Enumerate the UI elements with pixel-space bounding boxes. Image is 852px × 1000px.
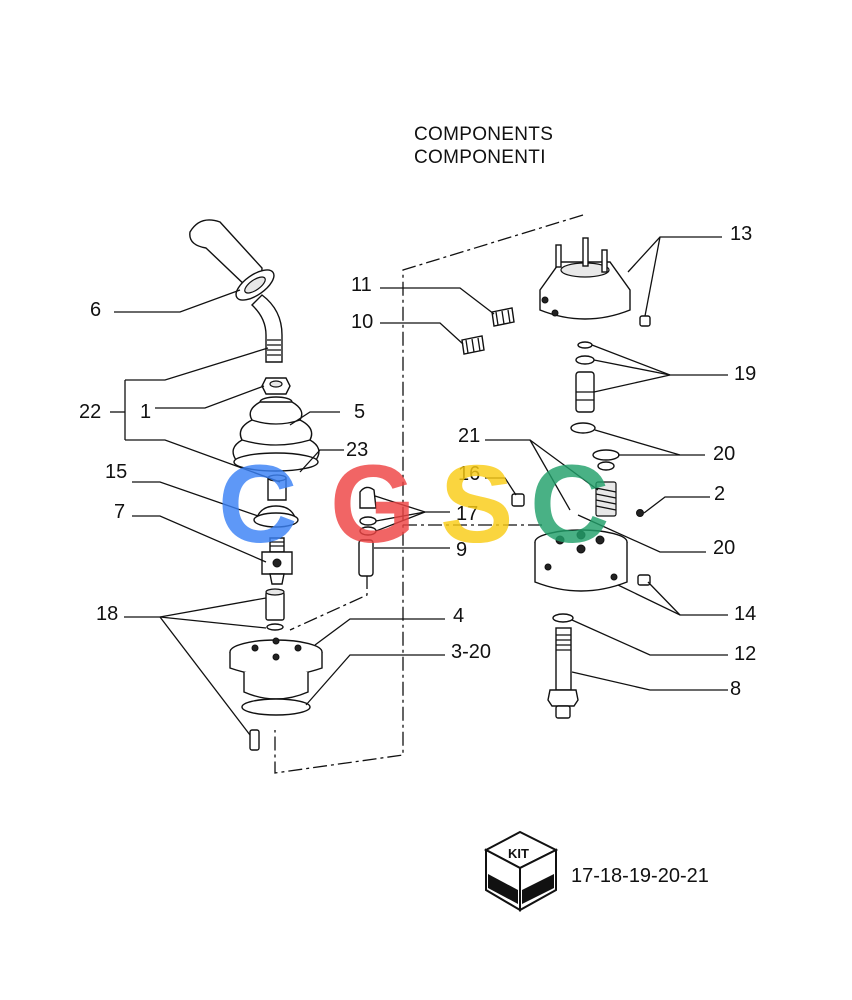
callout-15: 15	[105, 461, 127, 483]
kit-label: KIT	[508, 846, 529, 861]
watermark-letter-1: C	[218, 443, 297, 566]
callout-21: 21	[458, 425, 480, 447]
body-part-14	[534, 529, 651, 592]
set-screw-part-16	[511, 493, 525, 507]
callout-5: 5	[354, 401, 365, 423]
joint-part-7	[261, 537, 293, 585]
lever-knob-part-6	[189, 219, 283, 363]
callout-22: 22	[79, 401, 101, 423]
watermark-letter-4: C	[530, 443, 609, 566]
callout-13: 13	[730, 223, 752, 245]
callout-20-upper: 20	[713, 443, 735, 465]
washer-part-12	[552, 613, 574, 623]
callout-3-20: 3-20	[451, 641, 491, 663]
base-plate-part-4	[229, 637, 323, 716]
rubber-boot-part-5	[232, 396, 320, 472]
callout-2: 2	[714, 483, 725, 505]
plunger-part-17	[359, 486, 377, 536]
callout-4: 4	[453, 605, 464, 627]
fitting-part-11	[491, 307, 515, 327]
callout-19: 19	[734, 363, 756, 385]
stud-part-8	[547, 627, 579, 719]
watermark-letter-2: G	[330, 443, 416, 566]
o-ring-part-20-upper	[570, 422, 620, 471]
spacer-part-18	[249, 588, 285, 751]
callout-8: 8	[730, 678, 741, 700]
callout-17: 17	[456, 503, 478, 525]
spool-part-19	[575, 341, 595, 413]
callout-18: 18	[96, 603, 118, 625]
callout-11: 11	[351, 274, 372, 296]
callout-7: 7	[114, 501, 125, 523]
ball-part-2	[636, 509, 644, 517]
callout-23: 23	[346, 439, 368, 461]
callout-14: 14	[734, 603, 756, 625]
pin-guide-line	[289, 575, 368, 631]
callout-10: 10	[351, 311, 373, 333]
callout-9: 9	[456, 539, 467, 561]
callout-12: 12	[734, 643, 756, 665]
nut-part-1	[261, 377, 291, 395]
callout-6: 6	[90, 299, 101, 321]
watermark-letter-3: S	[440, 443, 513, 566]
callout-20-lower: 20	[713, 537, 735, 559]
spring-part-21	[595, 481, 617, 517]
pin-part-9	[358, 539, 374, 577]
callout-16: 16	[458, 463, 480, 485]
callout-1: 1	[140, 401, 151, 423]
cgsc-watermark: C G S C	[218, 443, 609, 566]
cup-washer-part-15	[253, 505, 299, 528]
title-line-1: COMPONENTS	[414, 124, 554, 145]
top-housing-part-13	[539, 237, 651, 327]
fitting-part-23	[267, 474, 287, 501]
title-line-2: COMPONENTI	[414, 147, 546, 168]
leader-lines	[110, 236, 728, 736]
assembly-boundary-line	[274, 214, 584, 774]
fitting-part-10	[461, 335, 485, 355]
kit-part-numbers: 17-18-19-20-21	[571, 865, 709, 887]
kit-cube-icon: KIT	[483, 830, 559, 912]
